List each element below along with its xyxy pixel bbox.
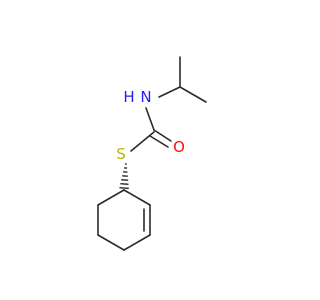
ring-bond-6	[97, 189, 125, 206]
bond-ch-me2	[179, 86, 207, 103]
atom-label-n: N	[140, 88, 151, 106]
ring-bond-4	[97, 234, 125, 251]
bond-n-ch	[158, 86, 181, 98]
structure-canvas: H N O S	[97, 56, 207, 251]
bond-c-s	[130, 131, 155, 152]
bond-n-carbonyl	[145, 107, 155, 131]
molecule-structure: H N O S	[97, 56, 207, 251]
hash-stripe	[120, 183, 129, 185]
ring-bond-3	[123, 234, 151, 251]
hash-stripe	[119, 186, 129, 190]
ring-bond-1	[123, 189, 151, 206]
bond-co-2	[149, 135, 169, 148]
atom-label-h: H	[123, 88, 134, 106]
atom-label-o: O	[173, 138, 185, 156]
atom-label-s: S	[116, 145, 126, 163]
bond-co-1	[153, 129, 172, 142]
stereo-hashed-wedge	[119, 163, 129, 190]
